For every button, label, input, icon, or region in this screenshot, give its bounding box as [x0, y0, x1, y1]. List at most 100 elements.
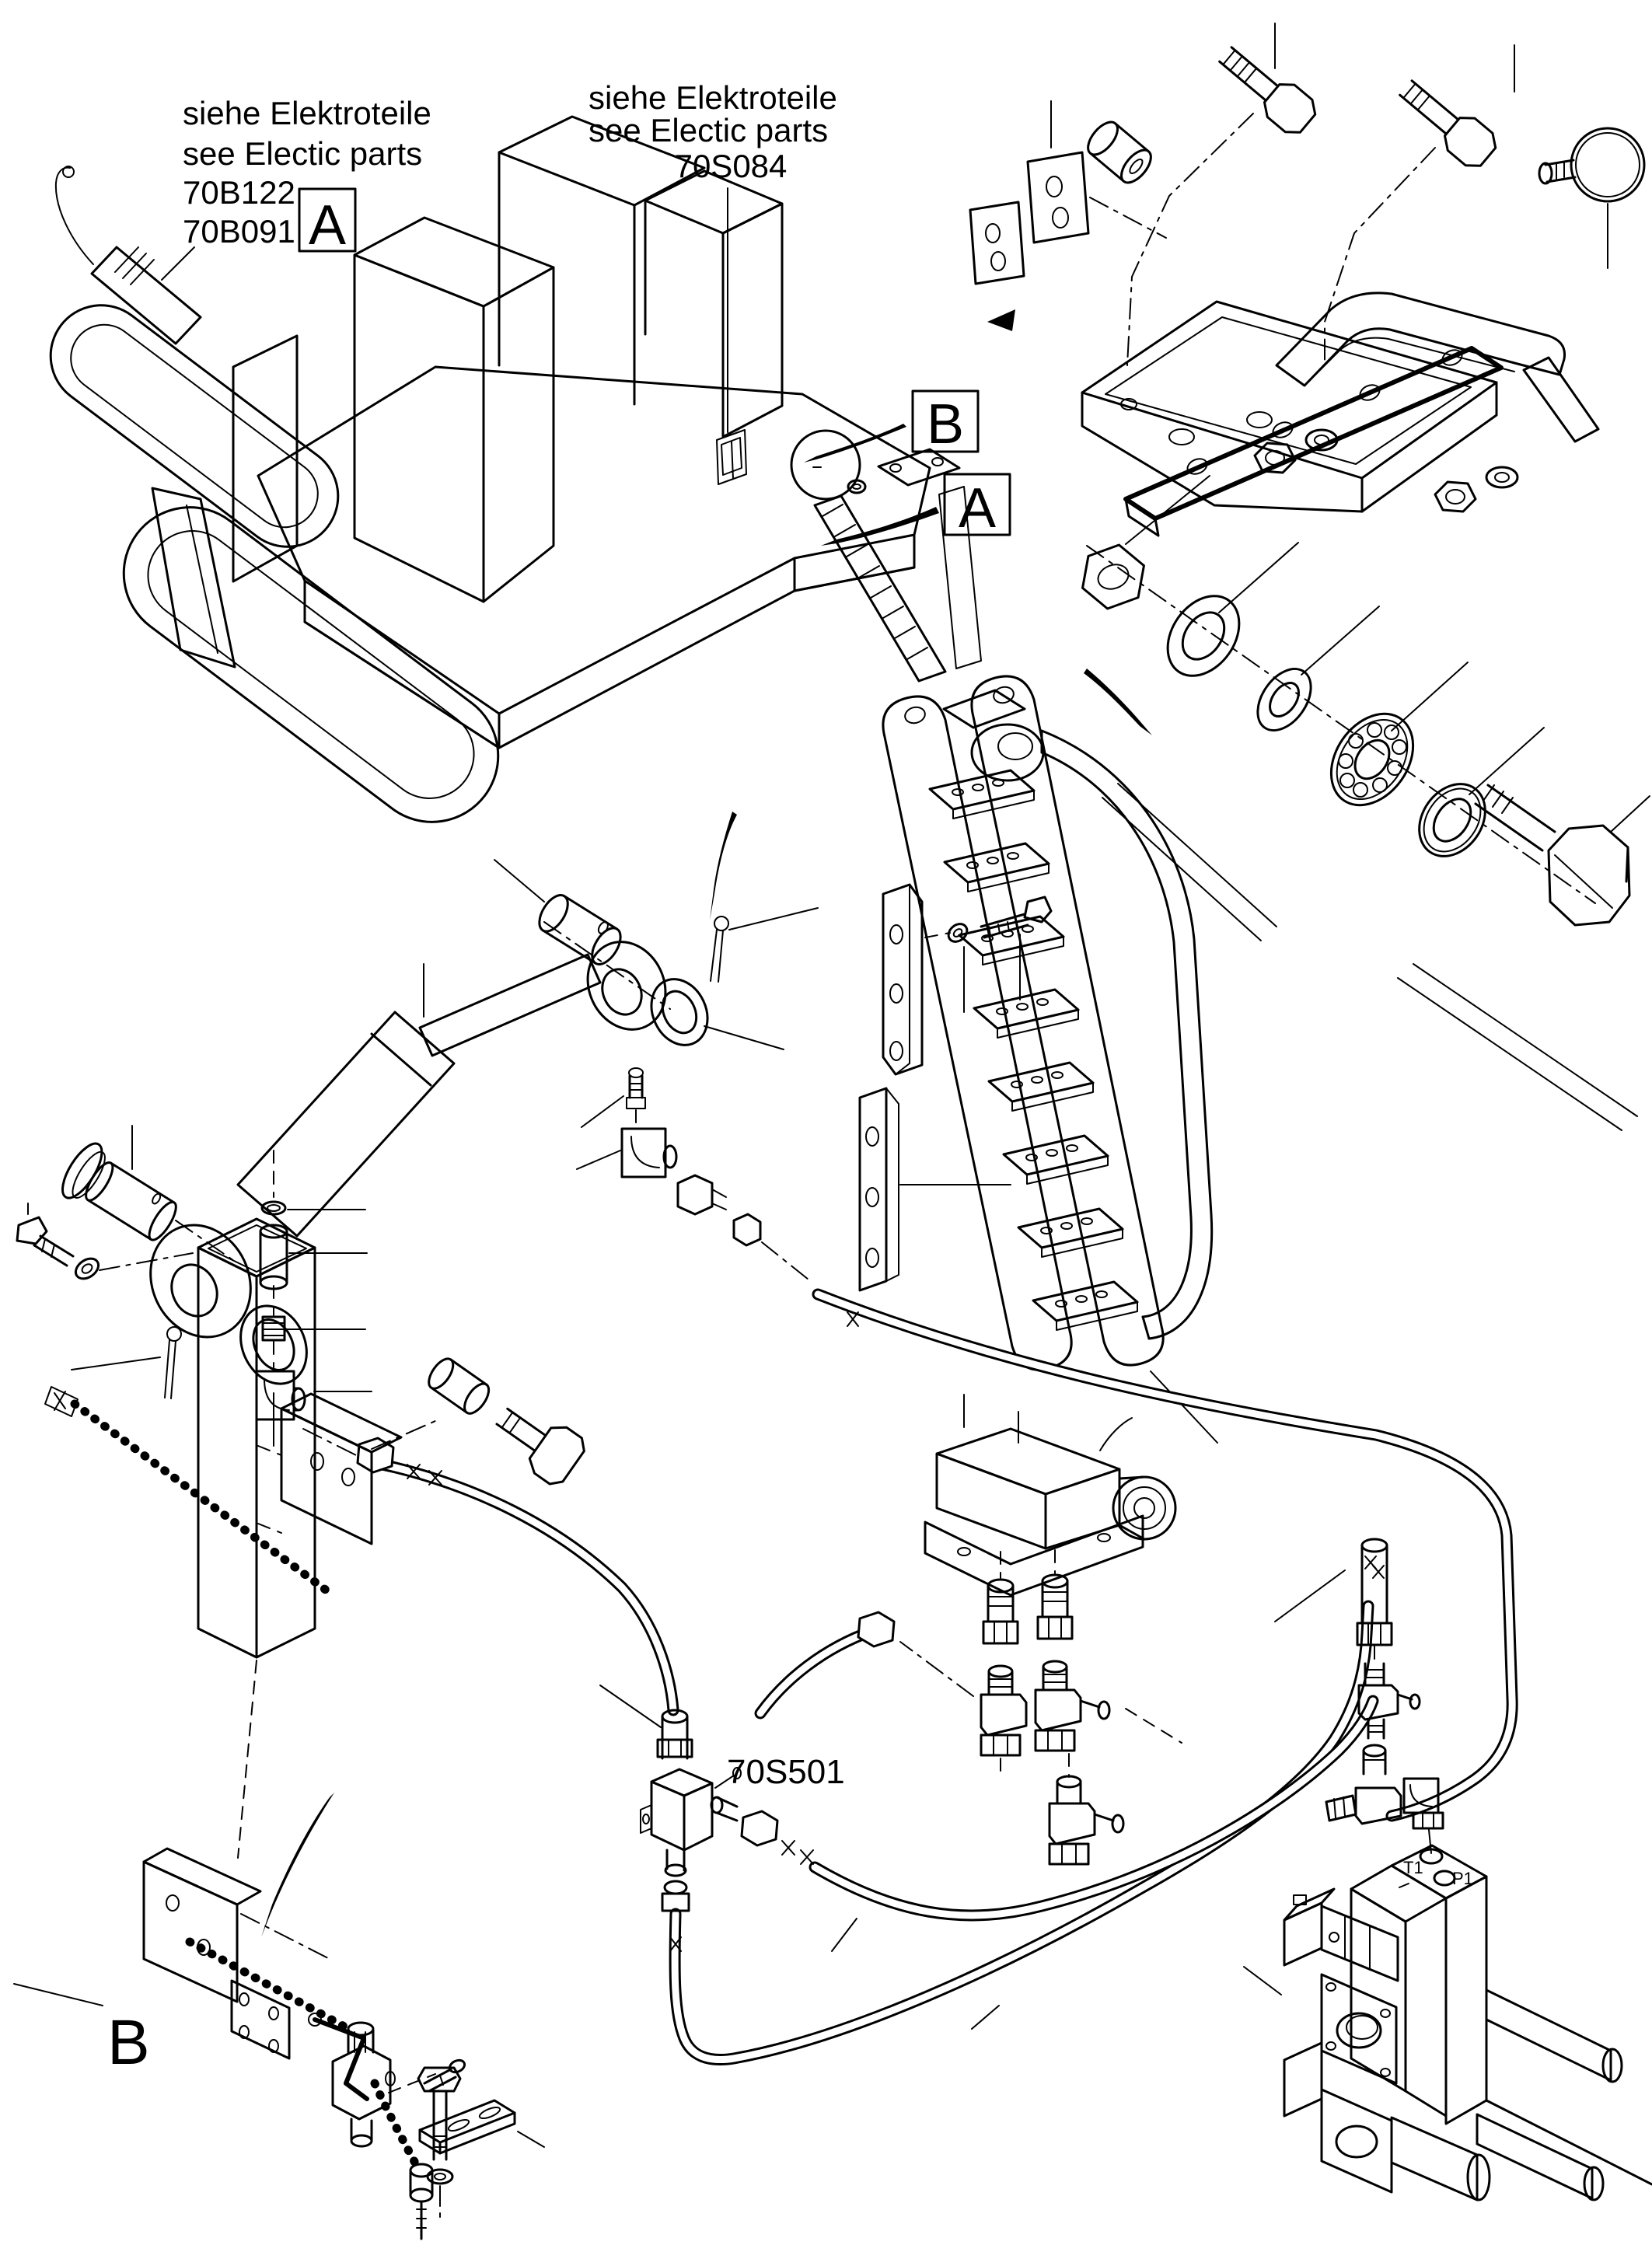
fitting-chain-right [1325, 1538, 1444, 1854]
clevis-pin-barrel [61, 1142, 177, 1241]
hatch-plate [716, 429, 747, 485]
fitting-stack-mid [576, 1067, 809, 1280]
small-screw [423, 2058, 466, 2093]
section-b-assembly: B [13, 1203, 585, 2240]
hex-bolt-2 [1399, 79, 1497, 167]
pivot-fastener-train [1081, 475, 1650, 1131]
cotter-pin-rod [710, 916, 729, 983]
chain-upper [70, 1399, 331, 1595]
callout-a-mid: A [821, 473, 1011, 546]
lock-bar-2 [858, 1087, 1011, 1292]
note-electric-left: siehe Elektroteile see Electic parts 70B… [161, 95, 431, 281]
note-center-part: 70S084 [675, 148, 788, 184]
lock-bar-1 [882, 883, 1053, 1076]
u-clamp [1275, 292, 1566, 387]
solenoid-cartridge-upper [1283, 1887, 1399, 1982]
ladder-hinge-bracket [847, 448, 961, 494]
valve-block: T1 P1 [1243, 1844, 1652, 2201]
callout-b-mid: B [804, 389, 980, 463]
post-bolt [16, 1203, 194, 1280]
base-tray [1081, 300, 1498, 480]
straight-fitting-2 [1036, 1573, 1074, 1640]
solenoid-cartridge-lower [1283, 2041, 1491, 2201]
mount-plate-1 [1026, 151, 1090, 244]
excavator-drawing [49, 115, 982, 823]
clamp-knob [1538, 127, 1646, 269]
track-far [49, 304, 340, 548]
note-left-part1: 70B122 [183, 174, 295, 211]
curved-arrow-a [821, 507, 939, 546]
callout-a-top-letter: A [309, 194, 346, 257]
section-b-label: B [107, 2007, 150, 2078]
folded-ladder [813, 486, 982, 683]
callout-box-a-top [298, 187, 357, 253]
rod-end-eye [586, 941, 667, 1031]
chain-lower [185, 1937, 356, 2035]
chain-anchor-plate [230, 1979, 291, 2060]
threaded-grub [261, 1315, 286, 1342]
tray-nut-washer-2 [1434, 466, 1519, 513]
spacer-and-bolt [428, 1357, 585, 1486]
mid-plate [1320, 1973, 1398, 2085]
tee-fitting-1 [980, 1664, 1028, 1757]
clevis-pin-rod [538, 894, 622, 965]
tee-right-1 [1357, 1662, 1421, 1740]
port-t1 [1419, 1848, 1444, 1865]
barrel-end-eye [149, 1224, 252, 1339]
elbow-right [1402, 1777, 1444, 1830]
cab-box-1 [353, 216, 555, 603]
cab-box-2 [498, 115, 706, 406]
ladder-assembly [882, 675, 1218, 1444]
tee-fitting-2 [1034, 1660, 1111, 1752]
spool-rod-lower [1476, 2113, 1605, 2201]
sensor-70b091 [54, 166, 202, 345]
tee-fitting-3 [1048, 1775, 1125, 1866]
arrow-icon [987, 309, 1015, 331]
cab-box-3 [644, 169, 784, 438]
hose-left-sweep [376, 1458, 679, 1716]
hex-nut [1081, 543, 1145, 610]
port-p1 [1433, 1870, 1456, 1887]
hose-bottom-loop [669, 1600, 1374, 2066]
handrail-outer [1040, 729, 1214, 1340]
curved-arrow-bottom [261, 1793, 334, 1937]
solenoid-valve [899, 1394, 1182, 1866]
clamp-bar [1123, 346, 1504, 521]
leader-sensor [161, 246, 195, 281]
chain-valve [370, 2079, 423, 2173]
curved-arrow-main [710, 812, 737, 920]
bracket-assembly [969, 23, 1646, 537]
note-center-line1: siehe Elektroteile [589, 79, 837, 116]
cylinder-rod [418, 953, 602, 1057]
front-blade [151, 487, 236, 669]
ball-bearing [1329, 712, 1415, 807]
port-t1-label: T1 [1403, 1858, 1423, 1877]
handrail-inner [1040, 751, 1193, 1318]
note-left-line2: see Electic parts [183, 135, 422, 172]
ladder-rail-right [970, 675, 1165, 1367]
square-post [197, 1217, 316, 1659]
note-left-line1: siehe Elektroteile [183, 95, 431, 131]
hex-bolt-large [1474, 784, 1631, 927]
hex-bolt-1 [1218, 46, 1317, 134]
control-valve-70s501: 70S501 [599, 1685, 845, 1912]
cotter-pin-barrel [164, 1326, 182, 1399]
cylinder-barrel [236, 1011, 456, 1238]
note-electric-center: siehe Elektroteile see Electic parts 70S… [589, 79, 837, 433]
lever-valve [308, 2013, 396, 2148]
straight-fitting-1 [982, 1578, 1019, 1645]
mount-plate-2 [969, 201, 1025, 285]
cable-clamp [44, 1386, 79, 1417]
tee-right-2 [1325, 1786, 1402, 1825]
marker-circle-b [790, 429, 861, 501]
solenoid-bracket [924, 1514, 1144, 1597]
curved-arrow-ladder [1084, 669, 1152, 735]
tray-nut-washer-1 [1253, 428, 1339, 474]
hydraulic-cylinder [61, 859, 819, 1447]
vertical-bolt-washer [417, 2066, 462, 2218]
hose-upper-right-loop [812, 1288, 1518, 1822]
port-p1-label: P1 [1452, 1869, 1473, 1888]
callout-a-letter: A [959, 477, 996, 539]
washer-flanged [1418, 783, 1486, 857]
